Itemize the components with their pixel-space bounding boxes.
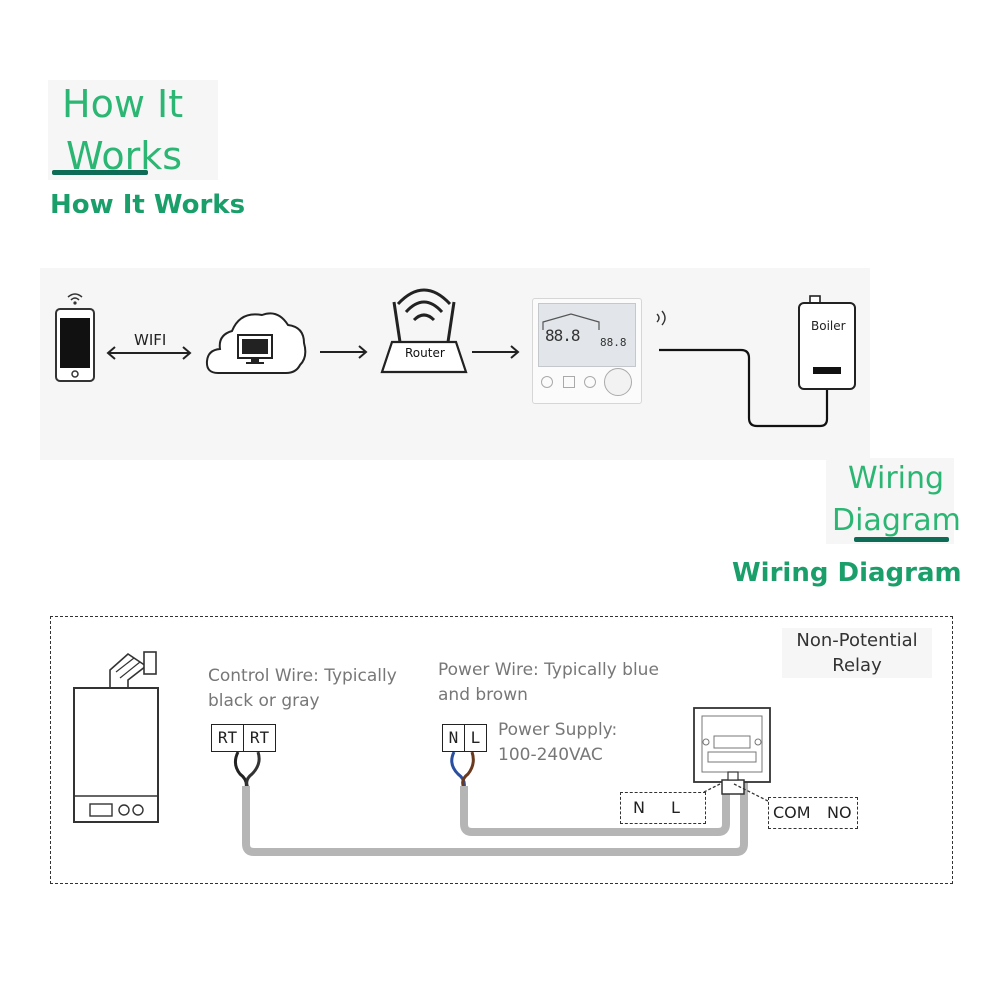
wiring-heading-large-line2: Diagram xyxy=(832,503,961,538)
no-terminal: NO xyxy=(827,803,852,822)
thermostat-main-reading: 88.8 xyxy=(545,326,581,345)
how-heading-underline xyxy=(52,170,148,175)
boiler-icon xyxy=(798,295,856,390)
rt-terminal-2: RT xyxy=(249,728,270,747)
wiring-heading-panel xyxy=(826,458,954,544)
arrow-router-to-thermostat xyxy=(472,345,520,359)
wiring-heading-underline xyxy=(854,537,949,542)
cloud-computer-icon xyxy=(205,312,307,374)
com-terminal: COM xyxy=(773,803,811,822)
thermostat-screen xyxy=(538,303,636,367)
thermostat-knob[interactable] xyxy=(604,368,632,396)
router-label: Router xyxy=(405,346,445,360)
how-heading-large-line1: How It xyxy=(62,82,184,126)
rt-terminal-1: RT xyxy=(212,725,244,751)
smartphone-icon xyxy=(55,293,95,382)
thermostat-house-icon xyxy=(542,313,600,330)
wifi-double-arrow xyxy=(106,346,192,360)
control-wire-caption: Control Wire: Typically black or gray xyxy=(208,666,397,711)
wiring-frame xyxy=(50,616,953,884)
nl-terminal-block: N L xyxy=(442,724,487,752)
wifi-label: WIFI xyxy=(134,331,167,349)
how-heading-bold: How It Works xyxy=(50,190,246,220)
l-terminal: L xyxy=(470,728,481,747)
nl-box-n: N xyxy=(633,798,645,817)
router-icon xyxy=(380,288,468,374)
relay-label: Non-Potential Relay xyxy=(782,628,932,678)
wireless-signal-icon xyxy=(656,310,666,326)
wiring-cables xyxy=(233,751,748,856)
thermostat-backplate-icon xyxy=(693,707,771,795)
thermostat-mode-button[interactable] xyxy=(563,376,575,388)
power-wire-caption: Power Wire: Typically blue and brown xyxy=(438,660,659,705)
com-no-relay-box: COM NO xyxy=(768,797,858,829)
wiring-heading-bold: Wiring Diagram xyxy=(732,558,962,588)
rt-terminal-block: RT RT xyxy=(211,724,276,752)
thermostat-power-button[interactable] xyxy=(541,376,553,388)
arrow-cloud-to-router xyxy=(320,345,368,359)
nl-relay-box: N L xyxy=(620,792,706,824)
how-heading-panel xyxy=(48,80,218,180)
n-terminal: N xyxy=(443,725,465,751)
wiring-boiler-icon xyxy=(73,651,159,823)
nl-box-l: L xyxy=(671,798,680,817)
thermostat-sub-reading: 88.8 xyxy=(600,336,627,349)
thermostat-boiler-wire xyxy=(659,348,829,428)
wiring-heading-large-line1: Wiring xyxy=(848,461,945,496)
power-supply-caption: Power Supply: 100-240VAC xyxy=(498,720,618,765)
boiler-label: Boiler xyxy=(811,319,846,333)
thermostat-time-button[interactable] xyxy=(584,376,596,388)
